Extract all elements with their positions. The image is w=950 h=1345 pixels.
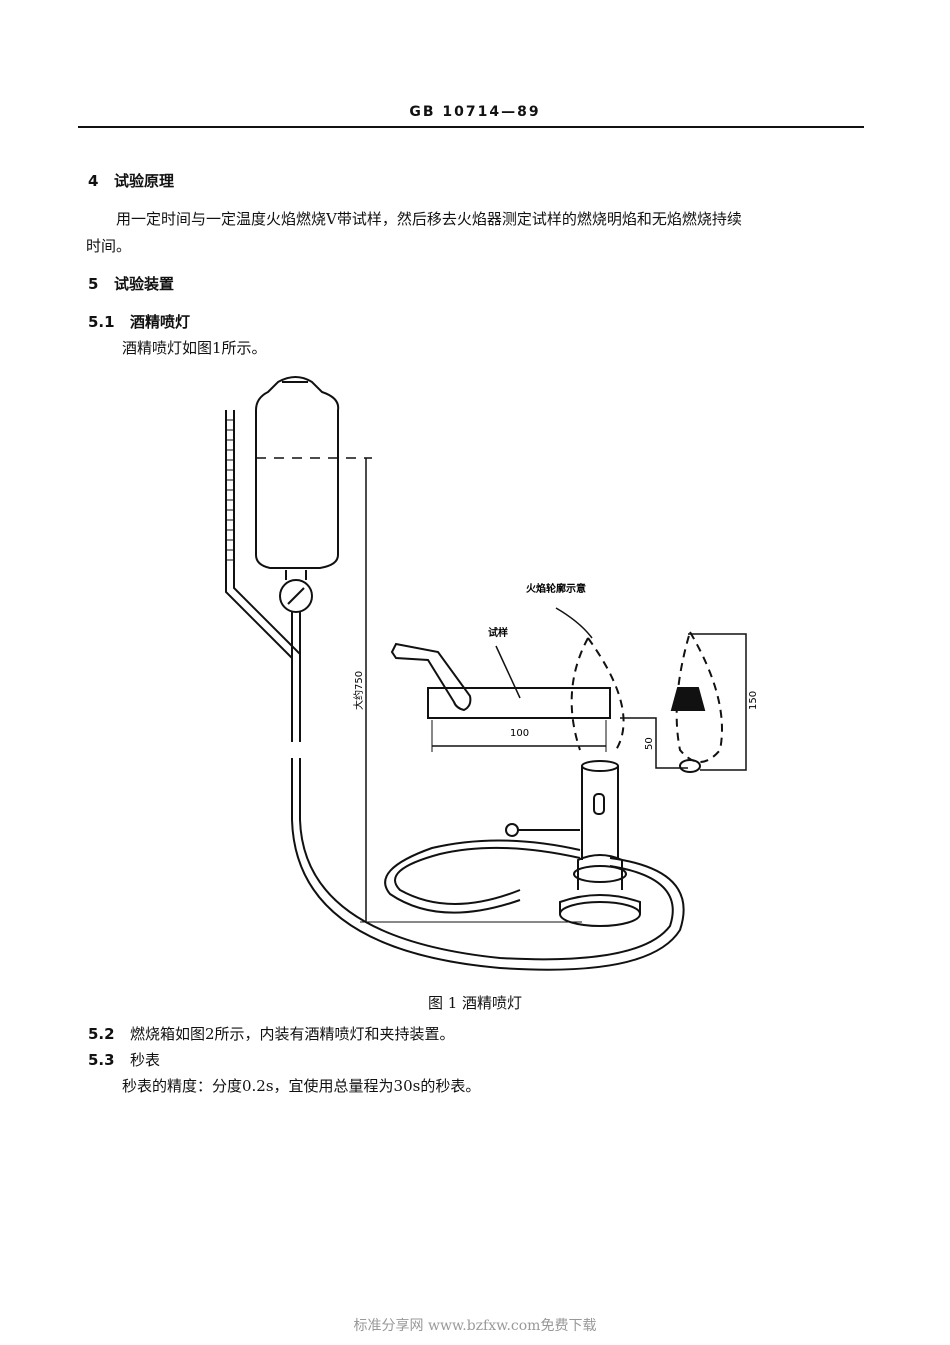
- section-4-number: 4: [88, 172, 99, 190]
- figure-1-alcohol-burner: 火焰轮廓示意 试样 100 大约750 50 150: [200, 370, 760, 990]
- sample-bar: [427, 687, 611, 719]
- feed-pipe: [225, 570, 301, 742]
- needle-valve-knob: [505, 823, 519, 837]
- section-5-3-text: 秒表的精度：分度0.2s，宜使用总量程为30s的秒表。: [122, 1077, 481, 1095]
- leader-sample: [495, 645, 521, 699]
- section-5-3-heading: 5.3 秒表: [88, 1049, 160, 1070]
- flame-sample: [670, 687, 706, 711]
- section-4-heading: 4 试验原理: [88, 170, 174, 191]
- hose-inner: [299, 758, 674, 961]
- label-dim-150: 150: [748, 691, 759, 710]
- sample-holder-arm: [390, 642, 472, 712]
- flame-outline: [570, 637, 625, 751]
- section-5-number: 5: [88, 275, 99, 293]
- burner-mouth: [581, 760, 619, 772]
- header-rule: [78, 126, 864, 128]
- label-dim-100: 100: [510, 728, 529, 739]
- section-5-1-heading: 5.1 酒精喷灯: [88, 311, 190, 332]
- footer-watermark: 标准分享网 www.bzfxw.com免费下载: [353, 1318, 597, 1334]
- burner-collar: [573, 865, 627, 883]
- burner-diagram: 火焰轮廓示意 试样 100 大约750 50 150: [225, 376, 759, 971]
- section-5-heading: 5 试验装置: [88, 273, 174, 294]
- section-5-3-title: 秒表: [130, 1051, 161, 1069]
- label-dim-750: 大约750: [352, 671, 365, 710]
- leader-flame: [555, 607, 593, 639]
- gauge-scale: [226, 419, 234, 561]
- section-5-2-number: 5.2: [88, 1025, 115, 1043]
- figure-1-caption: 图 1 酒精喷灯: [427, 994, 523, 1012]
- label-flame-outline: 火焰轮廓示意: [526, 582, 586, 595]
- valve: [279, 579, 313, 613]
- section-5-title: 试验装置: [114, 275, 175, 293]
- section-5-3-number: 5.3: [88, 1051, 115, 1069]
- section-4-title: 试验原理: [114, 172, 175, 190]
- label-sample: 试样: [488, 626, 508, 639]
- section-5-2: 5.2 燃烧箱如图2所示，内装有酒精喷灯和夹持装置。: [88, 1023, 455, 1044]
- standard-number-header: GB 10714—89: [409, 104, 541, 120]
- label-dim-50: 50: [644, 737, 655, 750]
- section-5-1-number: 5.1: [88, 313, 115, 331]
- hose-outer: [291, 758, 685, 971]
- dim-150-line: [688, 633, 747, 771]
- alcohol-reservoir: [255, 376, 340, 569]
- flame-base: [679, 759, 701, 773]
- dim-50-line: [620, 717, 688, 769]
- valve-handle: [287, 587, 305, 605]
- air-hole: [593, 793, 605, 815]
- section-4-paragraph-line1: 用一定时间与一定温度火焰燃烧V带试样，然后移去火焰器测定试样的燃烧明焰和无焰燃烧…: [116, 210, 742, 228]
- section-5-1-title: 酒精喷灯: [130, 313, 191, 331]
- section-5-2-text: 燃烧箱如图2所示，内装有酒精喷灯和夹持装置。: [130, 1025, 455, 1043]
- section-4-paragraph-line2: 时间。: [86, 237, 132, 255]
- burner-column: [581, 766, 619, 860]
- section-5-1-text: 酒精喷灯如图1所示。: [122, 339, 267, 357]
